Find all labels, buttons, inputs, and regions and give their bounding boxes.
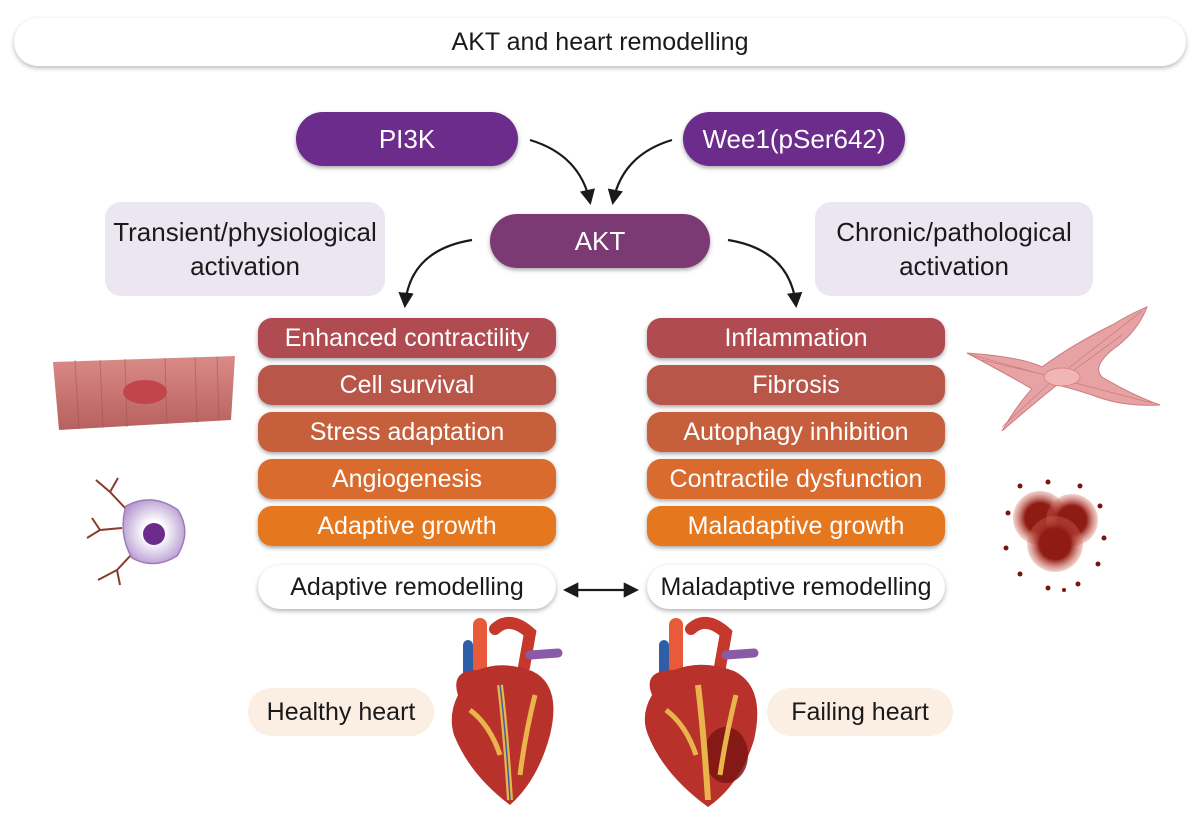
effect-maladaptive-growth: Maladaptive growth (647, 506, 945, 546)
akt-node: AKT (490, 214, 710, 268)
physiological-activation-box: Transient/physiological activation (105, 202, 385, 296)
adaptive-remodelling: Adaptive remodelling (258, 565, 556, 609)
healthy-cardiomyocyte-icon (45, 350, 240, 435)
effect-fibrosis: Fibrosis (647, 365, 945, 405)
wee1-node: Wee1(pSer642) (683, 112, 905, 166)
damaged-cell-icon (1000, 478, 1110, 593)
endothelial-cell-icon (82, 470, 197, 588)
failing-heart-label: Failing heart (767, 688, 953, 736)
effect-contractile-dysfunction: Contractile dysfunction (647, 459, 945, 499)
healthy-heart-icon (440, 615, 565, 810)
effect-stress-adaptation: Stress adaptation (258, 412, 556, 452)
pathological-activation-box: Chronic/pathological activation (815, 202, 1093, 296)
effect-inflammation: Inflammation (647, 318, 945, 358)
fibroblast-icon (962, 305, 1162, 435)
diagram-title: AKT and heart remodelling (14, 18, 1186, 66)
effect-angiogenesis: Angiogenesis (258, 459, 556, 499)
effect-enhanced-contractility: Enhanced contractility (258, 318, 556, 358)
effect-autophagy-inhibition: Autophagy inhibition (647, 412, 945, 452)
arrow-akt-to-physiological (405, 240, 472, 305)
pathological-activation-line1: Chronic/pathological (836, 215, 1072, 249)
maladaptive-remodelling: Maladaptive remodelling (647, 565, 945, 609)
arrow-wee1-to-akt (613, 140, 672, 202)
failing-heart-icon (636, 615, 766, 810)
healthy-heart-label: Healthy heart (248, 688, 434, 736)
physiological-activation-line2: activation (113, 249, 377, 283)
pathological-activation-line2: activation (836, 249, 1072, 283)
arrow-akt-to-pathological (728, 240, 796, 305)
pi3k-node: PI3K (296, 112, 518, 166)
physiological-activation-line1: Transient/physiological (113, 215, 377, 249)
effect-adaptive-growth: Adaptive growth (258, 506, 556, 546)
arrow-pi3k-to-akt (530, 140, 590, 202)
effect-cell-survival: Cell survival (258, 365, 556, 405)
